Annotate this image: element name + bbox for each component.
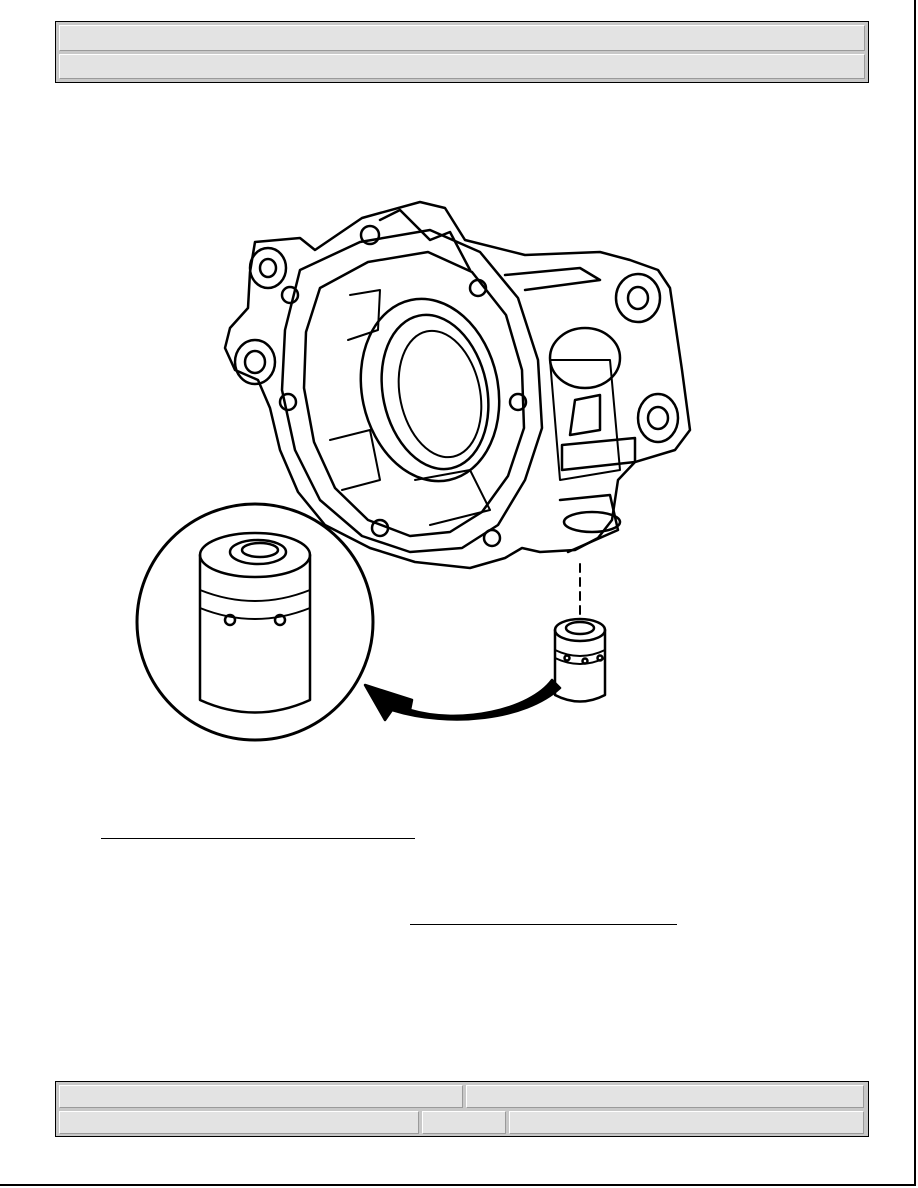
footer-left-bottom [59,1111,419,1134]
pump-flange [280,228,544,554]
pump-bore-inner [380,313,490,471]
link-underline-1[interactable] [101,838,415,839]
header-title [59,25,865,51]
page-header [55,21,869,83]
footer-right-top [466,1085,864,1108]
detail-circle [135,502,375,742]
oil-pump-illustration [130,180,710,760]
footer-right-bottom [509,1111,864,1134]
link-underline-2[interactable] [410,924,677,925]
pump-bore [359,297,501,483]
outlet-port [548,326,622,390]
footer-mid-bottom [422,1111,506,1134]
header-subtitle [59,54,865,79]
relief-valve-detail [198,531,312,714]
relief-valve [553,617,607,703]
pump-housing [223,200,692,570]
footer-left-top [59,1085,463,1108]
page-footer [55,1081,869,1137]
pump-flange-inner [302,250,526,538]
bolt-hole [359,224,381,246]
arrow-icon [363,678,562,722]
